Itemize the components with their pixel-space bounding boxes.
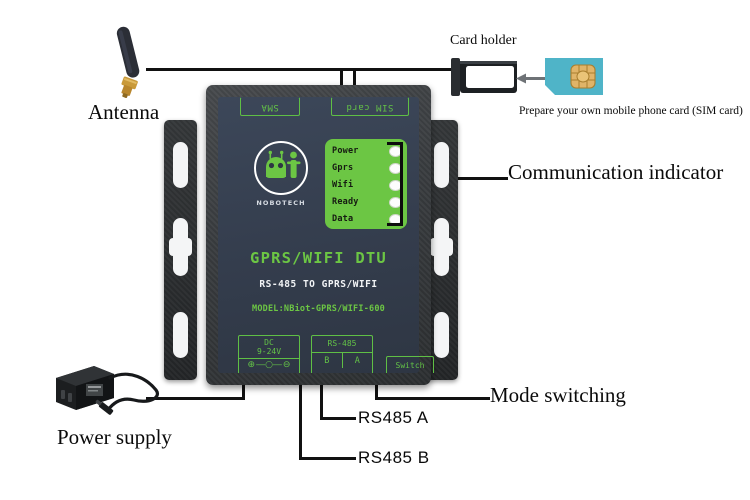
led-label: Ready xyxy=(332,197,359,207)
leader-line-power-h xyxy=(146,397,245,400)
rs485-terminal-a: A xyxy=(354,355,360,366)
leader-line-485b-v xyxy=(299,372,302,460)
bracket-keyhole xyxy=(430,218,453,276)
product-subtitle: RS-485 TO GPRS/WIFI xyxy=(259,279,378,290)
label-sim-note: Prepare your own mobile phone card (SIM … xyxy=(519,105,743,117)
leader-line-485a-h xyxy=(320,417,356,420)
sim-card-graphic xyxy=(545,58,603,95)
led-label: Data xyxy=(332,214,354,224)
leader-line-485a-v xyxy=(320,372,323,420)
connector-switch: Switch xyxy=(386,356,434,373)
robot-icon xyxy=(254,141,308,195)
brand-name: NOBOTECH xyxy=(256,199,306,207)
label-communication-indicator: Communication indicator xyxy=(508,160,724,184)
port-sma: SMA xyxy=(240,97,300,116)
dc-negative-glyph: ⊖ xyxy=(282,359,291,370)
bracket-slot xyxy=(173,142,188,188)
device-faceplate: SMA SIM card xyxy=(218,97,434,373)
sim-insert-arrow-icon xyxy=(516,71,550,84)
leader-line-sim-h xyxy=(340,68,465,71)
bracket-slot xyxy=(173,312,188,358)
sim-card-tray-graphic xyxy=(451,58,519,96)
connector-rs485: RS-485 B A xyxy=(311,335,373,373)
dc-label-line2: 9-24V xyxy=(256,347,282,356)
led-label: Gprs xyxy=(332,163,354,173)
bracket-slot xyxy=(434,142,449,188)
indicator-panel: Power Gprs Wifi Ready Data xyxy=(325,139,407,229)
rs485-title: RS-485 xyxy=(327,339,357,348)
bracket-slot xyxy=(434,312,449,358)
brand-logo: NOBOTECH xyxy=(244,141,318,207)
indicator-bracket xyxy=(387,142,403,226)
power-supply-graphic xyxy=(52,358,177,420)
label-rs485-a: RS485 A xyxy=(358,408,429,427)
dc-center-glyph: ―○― xyxy=(256,359,282,370)
label-rs485-b: RS485 B xyxy=(358,448,430,467)
leader-line-mode-h xyxy=(375,397,490,400)
leader-line-power-v xyxy=(242,372,245,400)
bracket-keyhole xyxy=(169,218,192,276)
product-title: GPRS/WIFI DTU xyxy=(250,249,387,267)
rs485-terminal-b: B xyxy=(312,353,343,368)
leader-line-485b-h xyxy=(299,457,356,460)
mounting-bracket-left xyxy=(164,120,197,380)
dc-label-line1: DC xyxy=(264,338,274,347)
product-model: MODEL:NBiot-GPRS/WIFI-600 xyxy=(252,304,385,314)
port-sim-card: SIM card xyxy=(331,97,409,116)
leader-line-mode-v xyxy=(375,372,378,400)
dc-polarity-icon: ⊕ ―○― ⊖ xyxy=(239,358,299,371)
connector-dc-power: DC 9-24V ⊕ ―○― ⊖ xyxy=(238,335,300,373)
port-sma-label: SMA xyxy=(261,101,279,112)
port-sim-label: SIM card xyxy=(346,101,394,112)
label-card-holder: Card holder xyxy=(450,33,517,48)
label-mode-switching: Mode switching xyxy=(490,383,626,407)
antenna-graphic xyxy=(100,22,160,102)
dtu-device: SMA SIM card xyxy=(206,85,434,385)
label-power-supply: Power supply xyxy=(57,425,172,449)
leader-line-antenna-h xyxy=(146,68,356,71)
label-antenna: Antenna xyxy=(88,100,160,124)
rs485-terminals: B A xyxy=(312,352,372,368)
led-label: Power xyxy=(332,146,359,156)
led-label: Wifi xyxy=(332,180,354,190)
dc-positive-glyph: ⊕ xyxy=(247,359,256,370)
